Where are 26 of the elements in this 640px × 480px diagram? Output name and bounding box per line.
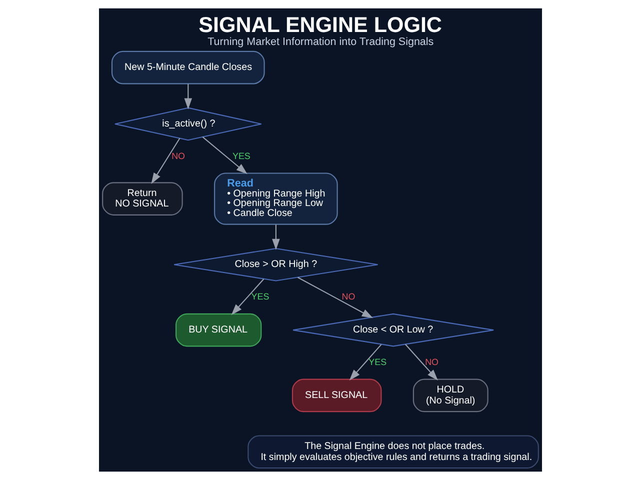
edge-label: NO: [341, 292, 355, 302]
arrow: [296, 276, 373, 318]
arrow: [184, 84, 192, 110]
diagram-title: SIGNAL ENGINE LOGIC: [198, 12, 442, 37]
node-box: SELL SIGNAL: [291, 378, 382, 412]
edge-label: NO: [171, 150, 184, 161]
node-box: The Signal Engine does not place trades. It simply evaluates objective rules and returns a trading signal.: [247, 435, 538, 469]
arrow: [150, 138, 180, 184]
edge-label: YES: [232, 150, 250, 161]
node-diamond: is_active() ?: [114, 107, 262, 141]
arrow: [404, 344, 438, 380]
arrow: [230, 278, 264, 316]
edge-label: NO: [424, 356, 438, 367]
caption: Turning Market Information into Trading Signals: [207, 36, 434, 48]
arrow: [202, 136, 247, 174]
node-box: BUY SIGNAL: [175, 313, 262, 347]
node-box: Read • Opening Range High • Opening Range Low • Candle Close: [214, 172, 338, 225]
node-diamond: Close < OR Low ?: [292, 313, 494, 347]
edge-label: YES: [250, 292, 269, 302]
arrow: [272, 224, 280, 250]
node-box: New 5-Minute Candle Closes: [110, 50, 264, 84]
arrow: [348, 344, 382, 380]
node-diamond: Close > OR High ?: [173, 248, 378, 282]
edge-label: YES: [368, 356, 386, 367]
node-box: Return NO SIGNAL: [102, 182, 182, 216]
node-box: HOLD (No Signal): [412, 378, 488, 412]
